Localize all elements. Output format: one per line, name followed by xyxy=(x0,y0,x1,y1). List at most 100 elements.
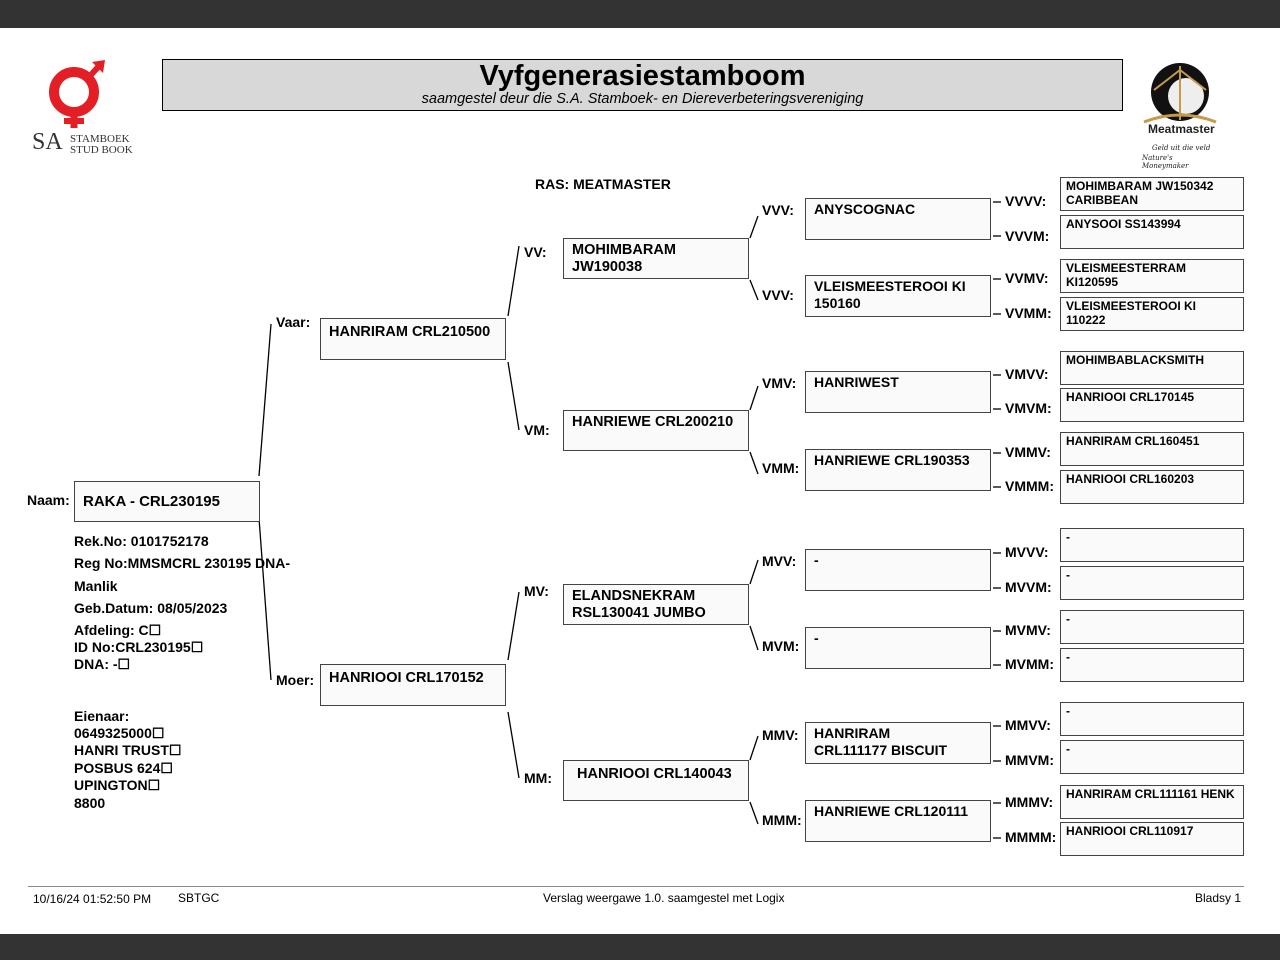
animal-name-label: Naam: xyxy=(27,492,70,508)
gggp-box[interactable]: MOHIMBABLACKSMITH xyxy=(1060,351,1244,385)
gp-label-mv: MV: xyxy=(524,583,549,599)
ggp-name-line1: - xyxy=(814,630,819,646)
gp-box-vm[interactable]: HANRIEWE CRL200210 xyxy=(563,410,749,451)
gggp-name-line2: CARIBBEAN xyxy=(1066,193,1138,207)
dam-box[interactable]: HANRIOOI CRL170152 xyxy=(320,664,506,706)
sire-box[interactable]: HANRIRAM CRL210500 xyxy=(320,318,506,360)
footer-version: Verslag weergawe 1.0. saamgestel met Log… xyxy=(543,891,785,905)
gp-name-line1: HANRIOOI CRL140043 xyxy=(577,766,732,782)
gggp-label: MVMM: xyxy=(1005,656,1054,672)
sa-stamboek-mark-icon xyxy=(49,60,105,128)
ggp-name-line2: CRL111177 BISCUIT xyxy=(814,742,948,758)
gp-box-vv[interactable]: MOHIMBARAM JW190038 xyxy=(563,238,749,279)
ggp-box[interactable]: - xyxy=(805,627,991,669)
gggp-box[interactable]: - xyxy=(1060,648,1244,682)
gggp-box[interactable]: HANRIOOI CRL110917 xyxy=(1060,822,1244,856)
gggp-box[interactable]: - xyxy=(1060,528,1244,562)
title-banner: Vyfgenerasiestamboom saamgestel deur die… xyxy=(162,59,1123,111)
gggp-name-line2: KI120595 xyxy=(1066,275,1119,289)
gggp-box[interactable]: HANRIRAM CRL160451 xyxy=(1060,432,1244,466)
gp-name-line1: HANRIEWE CRL200210 xyxy=(572,414,734,430)
pedigree-page: SA STAMBOEK STUD BOOK Vyfgenerasiestambo… xyxy=(0,28,1280,934)
sire-label: Vaar: xyxy=(276,314,311,330)
gggp-box[interactable]: - xyxy=(1060,566,1244,600)
gggp-name-line1: HANRIOOI CRL170145 xyxy=(1066,390,1195,404)
ggp-name-line1: HANRIWEST xyxy=(814,374,899,390)
sa-stamboek-logo: SA STAMBOEK STUD BOOK xyxy=(30,58,135,158)
ggp-box[interactable]: VLEISMEESTEROOI KI 150160 xyxy=(805,275,991,317)
gggp-name-line1: - xyxy=(1066,568,1070,582)
gggp-name-line1: MOHIMBABLACKSMITH xyxy=(1066,353,1204,367)
top-bar xyxy=(0,0,1280,28)
ggp-label: MMV: xyxy=(762,727,799,743)
logo-stamboek-text: STAMBOEK xyxy=(70,133,130,145)
owner-postbox: POSBUS 624☐ xyxy=(74,760,173,776)
gp-box-mm[interactable]: HANRIOOI CRL140043 xyxy=(563,760,749,801)
sire-name: HANRIRAM CRL210500 xyxy=(329,324,491,340)
animal-name-box[interactable]: RAKA - CRL230195 xyxy=(74,481,260,522)
gggp-label: MMVM: xyxy=(1005,752,1054,768)
gggp-box[interactable]: - xyxy=(1060,702,1244,736)
gggp-box[interactable]: - xyxy=(1060,610,1244,644)
gggp-label: VMVV: xyxy=(1005,366,1049,382)
gggp-name-line1: HANRIRAM CRL160451 xyxy=(1066,434,1200,448)
animal-rek-no: Rek.No: 0101752178 xyxy=(74,533,209,549)
gp-label-mm: MM: xyxy=(524,770,552,786)
ggp-box[interactable]: - xyxy=(805,549,991,591)
ggp-name-line1: HANRIEWE CRL190353 xyxy=(814,452,970,468)
animal-sex: Manlik xyxy=(74,578,118,594)
ggp-box[interactable]: HANRIEWE CRL120111 xyxy=(805,800,991,842)
logo-sa-text: SA xyxy=(32,129,63,155)
gggp-label: MVMV: xyxy=(1005,622,1051,638)
animal-birth-date: Geb.Datum: 08/05/2023 xyxy=(74,600,228,616)
gggp-label: VVMM: xyxy=(1005,305,1052,321)
gggp-box[interactable]: VLEISMEESTEROOI KI 110222 xyxy=(1060,297,1244,331)
breed-label: RAS: MEATMASTER xyxy=(535,176,671,192)
ggp-box[interactable]: ANYSCOGNAC xyxy=(805,198,991,240)
ggp-name-line1: - xyxy=(814,552,819,568)
gp-name-line1: ELANDSNEKRAM xyxy=(572,588,696,604)
gggp-label: MMVV: xyxy=(1005,717,1051,733)
gggp-box[interactable]: - xyxy=(1060,740,1244,774)
ggp-name-line1: HANRIEWE CRL120111 xyxy=(814,803,969,819)
meatmaster-emblem-icon xyxy=(1143,63,1217,124)
gggp-label: MVVV: xyxy=(1005,544,1049,560)
gggp-name-line1: - xyxy=(1066,704,1070,718)
gggp-label: VMMV: xyxy=(1005,444,1051,460)
gggp-name-line1: HANRIRAM CRL111161 HENK xyxy=(1066,787,1235,801)
ggp-label: VVV: xyxy=(762,202,794,218)
gp-name-line2: RSL130041 JUMBO xyxy=(572,605,706,621)
gggp-box[interactable]: HANRIRAM CRL111161 HENK xyxy=(1060,785,1244,819)
ggp-name-line2: 150160 xyxy=(814,295,861,311)
gggp-label: VMVM: xyxy=(1005,400,1052,416)
page-subtitle: saamgestel deur die S.A. Stamboek- en Di… xyxy=(421,91,864,107)
gp-label-vm: VM: xyxy=(524,422,550,438)
ggp-box[interactable]: HANRIEWE CRL190353 xyxy=(805,449,991,491)
ggp-label: MVV: xyxy=(762,553,797,569)
gp-label-vv: VV: xyxy=(524,244,547,260)
gggp-name-line1: MOHIMBARAM JW150342 xyxy=(1066,179,1214,193)
gp-name-line2: JW190038 xyxy=(572,259,643,275)
dam-label: Moer: xyxy=(276,672,315,688)
gggp-box[interactable]: ANYSOOI SS143994 xyxy=(1060,215,1244,249)
animal-reg-no: Reg No:MMSMCRL 230195 DNA- xyxy=(74,555,290,571)
gggp-label: VVVV: xyxy=(1005,193,1047,209)
gggp-name-line1: VLEISMEESTEROOI KI 110222 xyxy=(1066,299,1197,327)
gggp-label: VMMM: xyxy=(1005,478,1054,494)
page-title: Vyfgenerasiestamboom xyxy=(479,60,806,92)
bottom-bar xyxy=(0,934,1280,960)
gggp-name-line1: - xyxy=(1066,612,1070,626)
ggp-box[interactable]: HANRIWEST xyxy=(805,371,991,413)
footer-page-number: Bladsy 1 xyxy=(1195,891,1242,905)
gggp-box[interactable]: HANRIOOI CRL170145 xyxy=(1060,388,1244,422)
gggp-name-line1: VLEISMEESTERRAM xyxy=(1066,261,1187,275)
footer-divider xyxy=(28,886,1244,887)
gggp-box[interactable]: HANRIOOI CRL160203 xyxy=(1060,470,1244,504)
ggp-box[interactable]: HANRIRAM CRL111177 BISCUIT xyxy=(805,722,991,764)
gp-box-mv[interactable]: ELANDSNEKRAM RSL130041 JUMBO xyxy=(563,584,749,625)
meatmaster-tagline-2: Nature's Moneymaker xyxy=(1142,154,1189,170)
owner-postal-code: 8800 xyxy=(74,795,106,811)
gggp-label: VVMV: xyxy=(1005,270,1049,286)
